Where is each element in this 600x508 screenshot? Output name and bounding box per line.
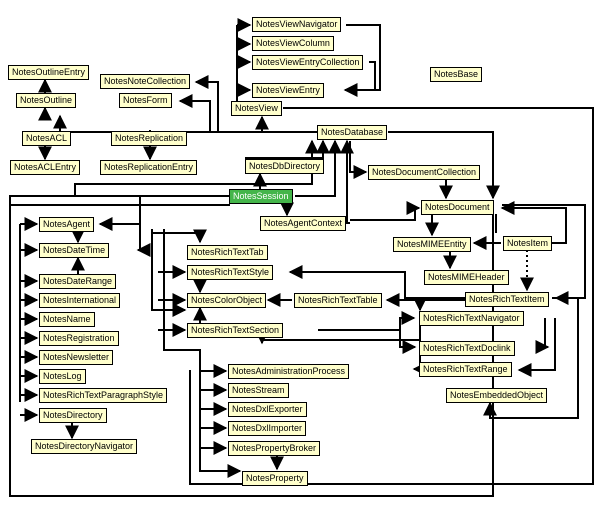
- node-notes-newsletter: NotesNewsletter: [39, 350, 114, 365]
- connector-database-to-view: [255, 115, 317, 133]
- connector-database-to-document-collection: [349, 141, 368, 179]
- node-notes-note-collection: NotesNoteCollection: [100, 74, 191, 89]
- node-notes-mime-entity: NotesMIMEEntity: [393, 237, 471, 252]
- connector-session-to-database: [295, 139, 342, 197]
- node-notes-acl-entry: NotesACLEntry: [10, 160, 81, 175]
- node-notes-outline: NotesOutline: [16, 93, 77, 108]
- connector-session-lower-bus: [163, 229, 242, 478]
- node-notes-item: NotesItem: [503, 236, 553, 251]
- node-notes-rich-text-item: NotesRichTextItem: [465, 292, 549, 307]
- connector-db-directory-to-database: [245, 139, 330, 159]
- node-notes-property: NotesProperty: [242, 471, 308, 486]
- node-notes-view-navigator: NotesViewNavigator: [252, 17, 342, 32]
- node-notes-view-column: NotesViewColumn: [252, 36, 334, 51]
- node-notes-international: NotesInternational: [39, 293, 121, 308]
- connector-rich-text-bus: [151, 229, 187, 317]
- node-notes-rich-text-paragraph-style: NotesRichTextParagraphStyle: [39, 388, 168, 403]
- node-notes-acl: NotesACL: [22, 131, 72, 146]
- node-notes-date-time: NotesDateTime: [39, 243, 110, 258]
- node-notes-log: NotesLog: [39, 369, 86, 384]
- connector-database-to-acl: [53, 114, 317, 133]
- connector-navigator-to-section: [255, 325, 421, 345]
- node-notes-embedded-object: NotesEmbeddedObject: [446, 388, 548, 403]
- node-notes-form: NotesForm: [119, 93, 172, 108]
- node-notes-replication: NotesReplication: [111, 131, 188, 146]
- node-notes-directory: NotesDirectory: [39, 408, 107, 423]
- node-notes-rich-text-range: NotesRichTextRange: [419, 362, 512, 377]
- node-notes-agent: NotesAgent: [39, 217, 95, 232]
- node-notes-mime-header: NotesMIMEHeader: [424, 270, 509, 285]
- connector-rich-text-item-to-doclink: [399, 318, 417, 354]
- connector-agent-context-to-database: [340, 139, 354, 224]
- connector-document-to-rich-text-item: [502, 204, 586, 305]
- node-notes-date-range: NotesDateRange: [39, 274, 117, 289]
- node-notes-view-entry: NotesViewEntry: [252, 83, 324, 98]
- node-notes-view: NotesView: [231, 101, 282, 116]
- connector-database-to-note-collection: [194, 75, 219, 132]
- connector-item-to-doc: [500, 201, 567, 244]
- connector-view-entry-loop: [343, 24, 381, 97]
- node-notes-agent-context: NotesAgentContext: [260, 216, 347, 231]
- connector-rich-text-item-to-style: [288, 265, 465, 299]
- node-notes-db-directory: NotesDbDirectory: [245, 159, 325, 174]
- connector-view-to-database-loop: [189, 107, 594, 485]
- node-notes-document-collection: NotesDocumentCollection: [368, 165, 481, 180]
- node-notes-name: NotesName: [39, 312, 95, 327]
- node-notes-registration: NotesRegistration: [39, 331, 119, 346]
- node-notes-outline-entry: NotesOutlineEntry: [8, 65, 90, 80]
- node-notes-rich-text-doclink: NotesRichTextDoclink: [419, 341, 515, 356]
- node-notes-rich-text-tab: NotesRichTextTab: [187, 245, 268, 260]
- node-notes-view-entry-collection: NotesViewEntryCollection: [252, 55, 364, 70]
- node-notes-dxl-exporter: NotesDxlExporter: [228, 402, 307, 417]
- node-notes-stream: NotesStream: [228, 383, 289, 398]
- connector-navigator-right: [517, 318, 556, 377]
- node-notes-administration-process: NotesAdministrationProcess: [228, 364, 350, 379]
- connector-database-to-form: [178, 94, 211, 132]
- node-notes-database: NotesDatabase: [317, 125, 388, 140]
- node-notes-rich-text-section: NotesRichTextSection: [187, 323, 284, 338]
- node-notes-color-object: NotesColorObject: [187, 293, 267, 308]
- node-notes-property-broker: NotesPropertyBroker: [228, 441, 321, 456]
- node-notes-session: NotesSession: [229, 189, 293, 204]
- connector-agent-context-to-document: [350, 201, 421, 221]
- node-notes-base: NotesBase: [430, 67, 483, 82]
- connector-rich-text-tab-in: [152, 229, 207, 244]
- node-notes-dxl-importer: NotesDxlImporter: [228, 421, 307, 436]
- node-notes-document: NotesDocument: [421, 200, 494, 215]
- node-notes-replication-entry: NotesReplicationEntry: [100, 160, 198, 175]
- node-notes-rich-text-navigator: NotesRichTextNavigator: [419, 311, 524, 326]
- node-notes-rich-text-style: NotesRichTextStyle: [187, 265, 274, 280]
- connector-database-to-document: [388, 131, 500, 200]
- node-notes-rich-text-table: NotesRichTextTable: [294, 293, 382, 308]
- connector-entry-collection-to-entry: [369, 61, 376, 90]
- connector-navigator-to-doclink: [535, 318, 550, 354]
- node-notes-directory-navigator: NotesDirectoryNavigator: [31, 439, 138, 454]
